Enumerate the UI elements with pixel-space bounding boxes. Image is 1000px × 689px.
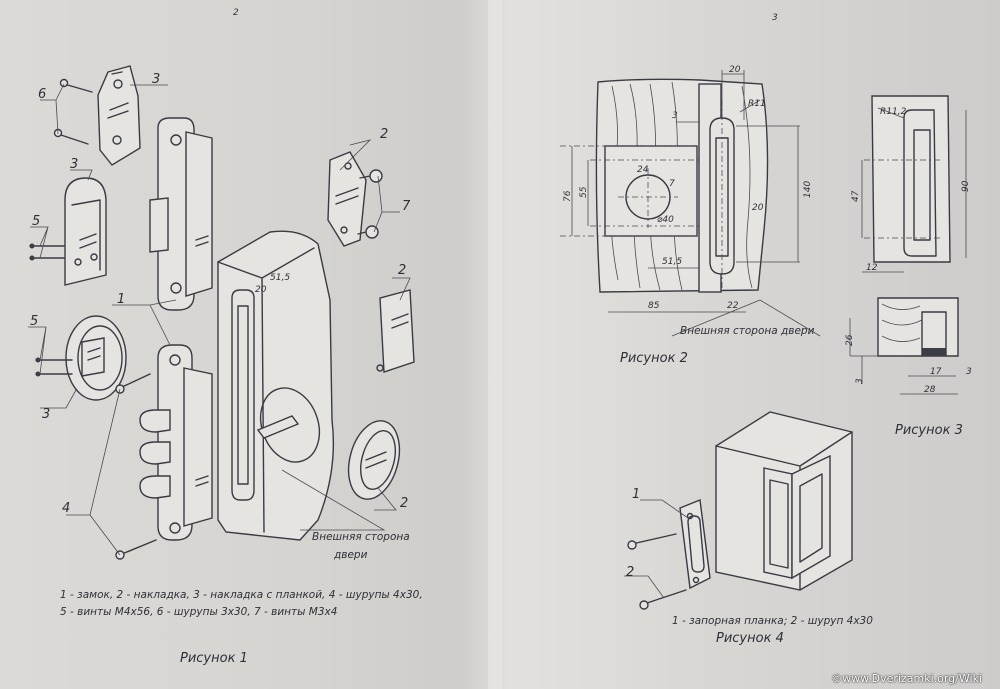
fig1-label-5-bottom: 5 [30,314,38,329]
fig1-leaders [28,83,411,556]
fig4-leaders [624,499,689,599]
figure-2: 20 R11 3 24 7 76 55 140 20 ⌀40 51,5 85 2… [560,65,821,366]
fig1-label-3-bottom: 3 [42,407,50,422]
fig3-dim-28: 28 [924,385,936,395]
fig3-dim-3-left: 3 [855,378,865,384]
fig3-caption: Рисунок 3 [895,423,963,438]
fig2-dim-r11: R11 [748,99,766,109]
fig1-label-2-bottom: 2 [400,496,408,511]
fig2-dim-76: 76 [563,190,573,202]
fig2-dimension-lines [571,70,821,337]
figure-1: 20 51,5 [28,65,423,666]
fig1-legend-line1: 1 - замок, 2 - накладка, 3 - накладка с … [60,589,423,601]
fig2-dim-20-side: 20 [752,203,764,213]
fig2-caption: Рисунок 2 [620,351,688,366]
fig3-dim-12: 12 [866,263,878,273]
fig1-label-2-top: 2 [380,127,388,142]
page-number-left: 2 [233,8,239,18]
fig3-dim-r11-2: R11,2 [880,107,907,117]
fig1-label-4: 4 [62,501,70,516]
fig3-dim-26: 26 [845,334,855,346]
fig2-dim-22: 22 [727,301,739,311]
fig4-label-1: 1 [632,487,640,502]
watermark: ©www.Dverizamki.org/Wiki [831,672,982,685]
fig3-strike-plate [871,95,951,263]
fig2-dim-55: 55 [579,186,589,198]
figure-4: 1 2 1 - запорная планка; 2 - шуруп 4х30 … [624,411,873,646]
fig3-section-dims [849,318,958,395]
fig1-label-7: 7 [402,199,411,214]
door-block [217,230,335,541]
fig3-dim-3-right: 3 [966,367,972,377]
fig3-dim-17: 17 [930,367,942,377]
fig1-dim-51-5: 51,5 [270,273,290,283]
fig1-caption: Рисунок 1 [180,651,248,666]
fig1-label-6: 6 [38,87,46,102]
lock-body-upper [149,117,213,311]
fig3-dimension-lines [861,107,967,273]
screws-m3x4 [357,169,383,239]
fig2-dim-140: 140 [803,181,813,198]
figure-3: R11,2 47 90 12 26 3 17 3 28 Рисунок 3 [845,95,972,438]
fig1-label-3-top: 3 [152,72,160,87]
fig2-note: Внешняя сторона двери [680,325,815,337]
screws-m4x56-top [29,243,65,261]
fig4-screws [627,533,687,610]
screws-4x30 [115,373,157,560]
fig1-label-3-middle: 3 [70,157,78,172]
fig1-note-line1: Внешняя сторона [312,531,410,543]
fig2-dim-7: 7 [669,179,675,189]
fig2-dim-20-top: 20 [729,65,741,75]
fig2-dim-d40: ⌀40 [657,215,674,225]
fig4-legend: 1 - запорная планка; 2 - шуруп 4х30 [672,615,873,627]
fig1-label-5-top: 5 [32,214,40,229]
cover-plate-right-middle [376,289,415,373]
fig4-caption: Рисунок 4 [716,631,784,646]
fig2-dim-3: 3 [672,111,678,121]
fig3-dim-47: 47 [851,190,861,202]
page-number-right: 3 [772,13,778,23]
screws-3x30 [53,78,93,145]
cover-plate-right-top [327,151,367,247]
fig2-dim-85: 85 [648,301,660,311]
fig1-dim-20: 20 [255,285,267,295]
round-rosette-right [347,420,401,500]
fig1-label-2-middle: 2 [398,263,406,278]
fig1-note-line2: двери [333,549,368,561]
round-rosette-with-bar [65,315,127,401]
fig3-dim-90: 90 [961,180,971,192]
cover-plate-with-bar-top [97,65,141,166]
lock-body-lower [139,344,213,541]
fig4-label-2: 2 [626,565,634,580]
fig2-dim-51-5: 51,5 [662,257,682,267]
cover-plate-with-bar-middle [64,177,107,286]
fig1-legend-line2: 5 - винты М4х56, 6 - шурупы 3х30, 7 - ви… [60,606,337,618]
fig4-strike-plate [679,499,711,590]
page-fold [488,0,502,689]
fig1-label-1: 1 [117,292,125,307]
fig2-dim-24: 24 [637,165,649,175]
